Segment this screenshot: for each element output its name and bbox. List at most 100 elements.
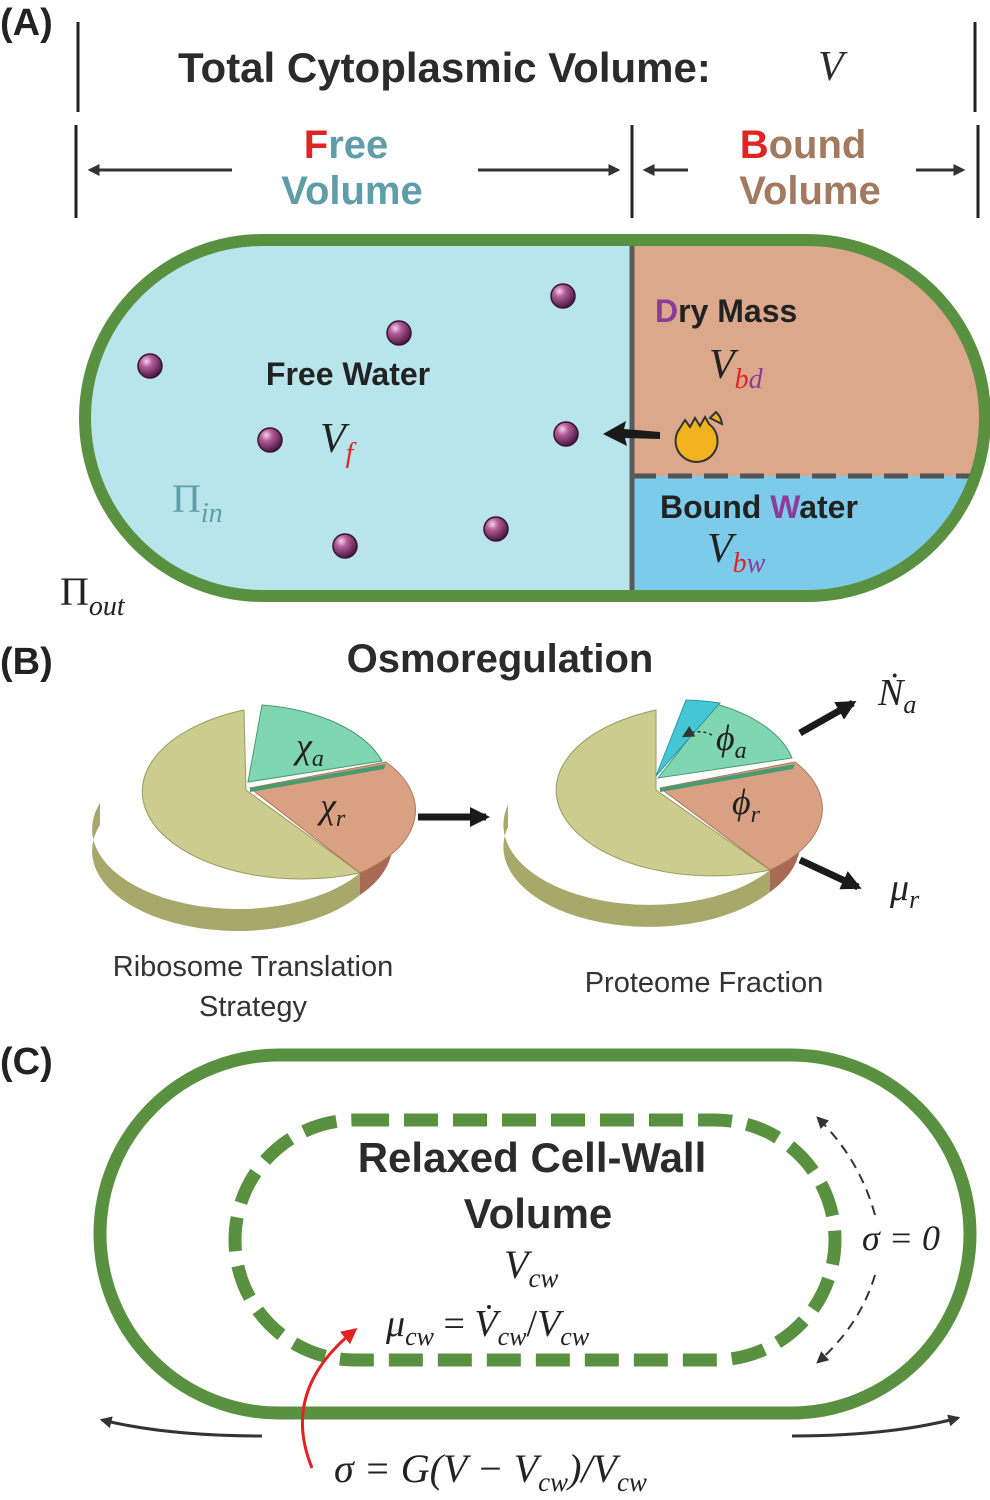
bw-pre: Bound (660, 489, 770, 525)
n-dot-subscript: a (903, 690, 916, 719)
vbw-sub-1: b (733, 548, 747, 579)
vbw-base: V (707, 526, 737, 572)
panel-b: (B) Osmoregulation χa χr ϕa ϕr (0, 637, 920, 1023)
pie-left-main-side (92, 803, 361, 931)
enzyme-icon (674, 410, 724, 463)
free-initial: F (304, 123, 328, 167)
vbw-sub-2: w (747, 548, 766, 579)
caption-proteome: Proteome Fraction (585, 967, 824, 999)
pie-right-r-side (770, 820, 801, 892)
relaxed-cell-wall (228, 1113, 842, 1367)
expansion-left-arrow (99, 1416, 263, 1438)
chi-a-symbol: χa (293, 726, 324, 772)
mu-r-symbol: μr (889, 867, 920, 914)
mu-eq-8: cw (560, 1322, 590, 1351)
mu-eq-7: V (537, 1303, 564, 1345)
total-volume-symbol: V (818, 44, 848, 90)
relaxed-title-line1: Relaxed Cell-Wall (358, 1134, 707, 1181)
cell-interior (85, 240, 985, 596)
pie-ribosome-strategy: χa χr (92, 704, 416, 931)
pie-left-r-slice (248, 761, 416, 874)
pie-left-a-slice (247, 704, 383, 783)
mu-eq-4: V̇ (474, 1303, 501, 1345)
release-arrow (603, 421, 660, 446)
n-dot-arrow (798, 699, 857, 737)
pie-left-r-side (360, 819, 393, 895)
mu-r-arrow (798, 856, 862, 891)
vf-symbol: Vf (320, 416, 357, 469)
free-volume-line2: Volume (281, 169, 423, 213)
pi-in-symbol: Πin (172, 476, 223, 529)
sigma-zero-down-arrow (816, 1274, 876, 1364)
solute-molecules (137, 283, 579, 559)
bound-rest: ound (769, 123, 867, 167)
n-dot-base: Ṅ (877, 672, 906, 714)
chi-r-subscript: r (336, 806, 346, 832)
stretched-cell-wall (93, 1048, 977, 1420)
mu-r-base: μ (889, 867, 909, 909)
mu-eq-2: cw (405, 1322, 435, 1351)
pi-out-subscript: out (89, 591, 126, 622)
caption-ribosome-line2: Strategy (199, 991, 307, 1023)
pie-left-main-slice (141, 709, 362, 880)
pi-in-subscript: in (201, 498, 223, 529)
pie-right-a-slice (656, 703, 793, 779)
free-water-region (85, 240, 640, 596)
chi-r-base: χ (317, 786, 337, 826)
mu-r-subscript: r (909, 885, 920, 914)
solute-molecule (553, 421, 579, 447)
relaxed-title-line2: Volume (464, 1190, 613, 1237)
vf-subscript: f (346, 438, 357, 469)
panel-c: (C) Relaxed Cell-Wall Volume Vcw μcw = V… (0, 1041, 977, 1497)
panel-a: (A) Total Cytoplasmic Volume: V Free Vol… (0, 2, 990, 622)
mu-eq-3: = (434, 1303, 474, 1345)
sigma-eq-2: cw (538, 1467, 568, 1497)
osmoregulation-title: Osmoregulation (347, 637, 654, 681)
vcw-symbol: Vcw (504, 1242, 558, 1293)
mu-eq-1: μ (385, 1303, 405, 1345)
pie-left-a-side (250, 764, 386, 792)
phi-a-subscript: a (735, 738, 747, 764)
vbd-sub-2: d (749, 364, 764, 395)
mu-eq-5: cw (498, 1322, 528, 1351)
n-dot-symbol: Ṅa (877, 672, 916, 719)
phi-r-base: ϕ (732, 782, 751, 822)
bound-initial: B (740, 123, 769, 167)
vcw-base: V (504, 1242, 533, 1287)
dry-mass-label: Dry Mass (655, 293, 797, 329)
free-rest: ree (328, 123, 388, 167)
chi-a-subscript: a (312, 746, 324, 772)
pi-out-symbol: Πout (60, 569, 126, 622)
panel-a-label: (A) (0, 2, 53, 44)
pie-right-main-side (503, 805, 770, 927)
solute-molecule (386, 320, 412, 346)
bound-volume-line2: Volume (739, 169, 881, 213)
pi-out-base: Π (60, 569, 89, 614)
phi-r-subscript: r (751, 802, 761, 828)
bound-volume-label: Bound (740, 123, 867, 167)
sigma-zero-up-arrow (816, 1116, 876, 1216)
solute-molecule (257, 427, 283, 453)
phi-r-symbol: ϕr (732, 782, 761, 828)
panel-c-label: (C) (0, 1041, 53, 1083)
pie-right-a-side (660, 764, 795, 792)
phi-a-base: ϕ (716, 718, 735, 758)
dry-initial: D (655, 293, 678, 329)
pie-right-cyan-slice (655, 699, 721, 777)
free-water-label: Free Water (266, 356, 430, 392)
growth-arrow (300, 1327, 358, 1469)
sigma-zero-label: σ = 0 (862, 1218, 940, 1258)
chi-r-symbol: χr (317, 786, 346, 832)
dry-rest: ry Mass (678, 293, 797, 329)
expansion-right-arrow (791, 1414, 961, 1438)
vbd-base: V (709, 342, 739, 388)
phi-a-symbol: ϕa (716, 718, 747, 764)
vbd-symbol: Vbd (709, 342, 764, 395)
vf-base: V (320, 416, 350, 462)
solute-molecule (332, 533, 358, 559)
mu-cw-equation: μcw = V̇cw/Vcw (385, 1303, 590, 1351)
bw-initial: W (770, 489, 801, 525)
sigma-eq-3: )/V (566, 1446, 621, 1491)
phi-a-rotation-arrow (681, 726, 713, 738)
